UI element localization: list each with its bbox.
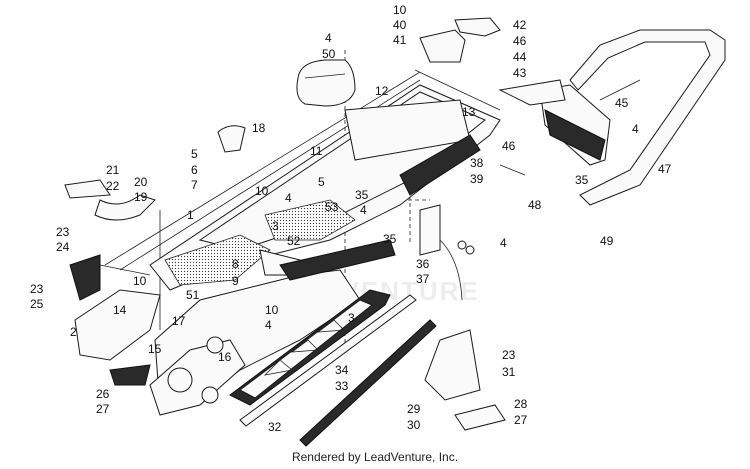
- callout-label: 51: [186, 288, 200, 302]
- callout-label: 47: [658, 162, 672, 176]
- callout-label: 4: [632, 122, 639, 136]
- callout-label: 46: [513, 34, 527, 48]
- callout-label: 43: [513, 66, 527, 80]
- callout-label: 31: [502, 365, 516, 379]
- callout-label: 18: [252, 121, 266, 135]
- callout-label: 8: [232, 257, 239, 271]
- callout-label: 46: [502, 139, 516, 153]
- callout-label: 16: [218, 350, 232, 364]
- callout-label: 35: [575, 173, 589, 187]
- callout-label: 22: [106, 179, 120, 193]
- callout-label: 35: [355, 188, 369, 202]
- callout-label: 5: [191, 147, 198, 161]
- rear-bumper: [569, 29, 726, 206]
- callout-label: 27: [514, 413, 528, 427]
- callout-label: 4: [360, 203, 367, 217]
- callout-label: 21: [106, 163, 120, 177]
- front-left-parts: [64, 179, 161, 386]
- callout-label: 4: [265, 318, 272, 332]
- credit-text: Rendered by LeadVenture, Inc.: [291, 450, 459, 464]
- callout-label: 11: [310, 144, 323, 158]
- callout-labels: 10 42 40 41 4 46 50 44 43 12 13 45 18 4 …: [30, 3, 672, 434]
- callout-label: 19: [134, 190, 148, 204]
- callout-label: 36: [416, 257, 430, 271]
- callout-label: 50: [322, 47, 336, 61]
- chassis-side-panel: [149, 269, 361, 416]
- callout-label: 15: [148, 342, 162, 356]
- callout-label: 26: [96, 387, 110, 401]
- foot-step: [424, 329, 506, 431]
- callout-label: 52: [287, 234, 301, 248]
- rear-flap-assembly: [498, 79, 611, 166]
- callout-label: 34: [335, 363, 349, 377]
- callout-label: 10: [255, 184, 269, 198]
- callout-label: 9: [232, 274, 239, 288]
- callout-label: 38: [470, 156, 484, 170]
- callout-label: 1: [187, 208, 194, 222]
- callout-label: 4: [285, 191, 292, 205]
- callout-label: 10: [133, 274, 147, 288]
- callout-label: 41: [393, 33, 407, 47]
- callout-label: 35: [383, 232, 397, 246]
- callout-label: 5: [318, 175, 325, 189]
- running-board: [229, 239, 396, 406]
- right-bracket: [419, 204, 475, 301]
- callout-label: 39: [470, 172, 484, 186]
- callout-label: 33: [335, 379, 349, 393]
- top-bracket: [419, 17, 501, 63]
- callout-label: 23: [30, 282, 44, 296]
- callout-label: 28: [514, 397, 528, 411]
- callout-label: 14: [113, 303, 127, 317]
- callout-label: 2: [70, 325, 77, 339]
- callout-label: 32: [268, 420, 282, 434]
- callout-label: 10: [393, 3, 407, 17]
- callout-label: 48: [528, 198, 542, 212]
- callout-label: 45: [615, 96, 629, 110]
- callout-label: 7: [191, 178, 198, 192]
- callout-label: 4: [500, 236, 507, 250]
- callout-label: 23: [502, 348, 516, 362]
- callout-label: 42: [513, 18, 527, 32]
- rail-tube: [239, 294, 437, 447]
- callout-label: 3: [272, 219, 279, 233]
- callout-label: 27: [96, 402, 110, 416]
- callout-label: 12: [375, 84, 389, 98]
- callout-label: 6: [191, 163, 198, 177]
- callout-label: 44: [513, 50, 527, 64]
- cover: [217, 125, 246, 153]
- callout-label: 30: [407, 418, 421, 432]
- callout-label: 3: [348, 311, 355, 325]
- callout-label: 49: [600, 234, 614, 248]
- callout-label: 20: [134, 175, 148, 189]
- callout-label: 40: [393, 18, 407, 32]
- callout-label: 24: [56, 240, 70, 254]
- tunnel-frame: [149, 84, 501, 291]
- callout-label: 17: [172, 314, 186, 328]
- callout-label: 23: [56, 225, 70, 239]
- callout-label: 10: [265, 303, 279, 317]
- callout-label: 37: [416, 272, 430, 286]
- callout-label: 29: [407, 402, 421, 416]
- callout-label: 13: [462, 105, 476, 119]
- callout-label: 25: [30, 297, 44, 311]
- callout-label: 4: [325, 31, 332, 45]
- seat-pad: [296, 59, 356, 107]
- callout-label: 53: [325, 200, 339, 214]
